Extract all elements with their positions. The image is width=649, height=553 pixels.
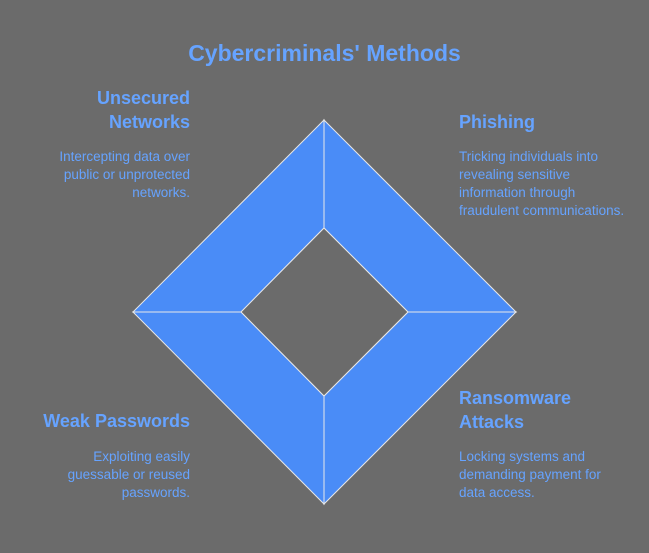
diagram-title: Cybercriminals' Methods	[188, 40, 461, 66]
desc-ransomware-attacks: Locking systems and demanding payment fo…	[459, 449, 601, 500]
heading-phishing: Phishing	[459, 112, 535, 132]
desc-weak-passwords: Exploiting easily guessable or reused pa…	[67, 449, 190, 500]
heading-weak-passwords: Weak Passwords	[43, 411, 190, 431]
desc-phishing: Tricking individuals into revealing sens…	[459, 149, 625, 218]
diamond-center	[240, 227, 409, 397]
desc-unsecured-networks: Intercepting data over public or unprote…	[59, 149, 190, 200]
heading-unsecured-networks: Unsecured Networks	[96, 88, 190, 132]
heading-ransomware-attacks: Ransomware Attacks	[459, 388, 572, 432]
